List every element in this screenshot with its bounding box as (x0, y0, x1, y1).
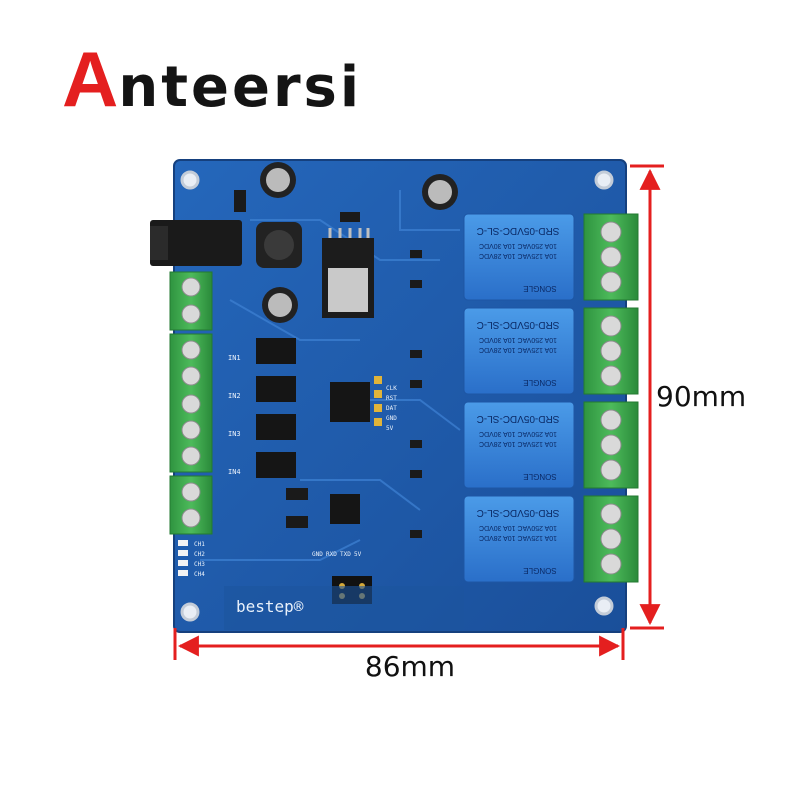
output-terminal-blocks (583, 213, 639, 583)
silkscreen-label: CH1 (194, 541, 205, 548)
relay-4 (463, 495, 575, 583)
relay-1 (463, 213, 575, 301)
relay-1-model: SRD-05VDC-SL-C (477, 225, 560, 236)
relay-2-rating-a: 10A 250VAC 10A 30VDC (479, 336, 557, 343)
relay-4-rating-a: 10A 250VAC 10A 30VDC (479, 524, 557, 531)
relay-labels: SRD-05VDC-SL-C 10A 250VAC 10A 30VDC 10A … (477, 225, 560, 575)
capacitors (260, 162, 458, 323)
relay-1-rating-b: 10A 125VAC 10A 28VDC (479, 252, 557, 259)
relay-3-model: SRD-05VDC-SL-C (477, 413, 560, 424)
brand-name: nteersi (118, 55, 363, 120)
relay-4-model: SRD-05VDC-SL-C (477, 507, 560, 518)
relay-1-rating-a: 10A 250VAC 10A 30VDC (479, 242, 557, 249)
silkscreen-label: RST (386, 395, 397, 402)
input-terminal-blocks (169, 271, 213, 535)
mounting-holes (180, 170, 614, 622)
width-dimension-label: 86mm (364, 650, 456, 683)
silkscreen-label: 5V (354, 551, 362, 558)
relay-1-brand: SONGLE (523, 284, 556, 293)
silkscreen-label: DAT (386, 405, 397, 412)
relay-4-rating-b: 10A 125VAC 10A 28VDC (479, 534, 557, 541)
silkscreen-label: CH4 (194, 571, 205, 578)
height-dimension-line (630, 164, 664, 630)
driver-chip (330, 494, 360, 524)
silkscreen-label: IN4 (228, 468, 241, 476)
silkscreen-label: 5V (386, 425, 394, 432)
relay-2-model: SRD-05VDC-SL-C (477, 319, 560, 330)
channel-labels: CH1 CH2 CH3 CH4 (194, 541, 205, 578)
relays (463, 213, 575, 583)
silkscreen-label: CLK (386, 385, 397, 392)
header-labels: 5V GND DAT RST CLK (386, 385, 397, 432)
silkscreen-label: IN2 (228, 392, 241, 400)
relay-3-rating-a: 10A 250VAC 10A 30VDC (479, 430, 557, 437)
maker-label: bestep® (236, 597, 304, 616)
silkscreen-label: RXD (326, 551, 337, 558)
silkscreen-label: IN1 (228, 354, 241, 362)
silkscreen-label: IN3 (228, 430, 241, 438)
input-labels: IN1 IN2 IN3 IN4 (228, 354, 241, 476)
brand-logo: A nteersi (62, 34, 362, 124)
relay-4-brand: SONGLE (523, 566, 556, 575)
uart-labels: GND RXD TXD 5V (312, 551, 362, 558)
relay-3-rating-b: 10A 125VAC 10A 28VDC (479, 440, 557, 447)
silkscreen-label: CH3 (194, 561, 205, 568)
height-dimension-label: 90mm (656, 380, 747, 413)
relay-2-brand: SONGLE (523, 378, 556, 387)
relay-2-rating-b: 10A 125VAC 10A 28VDC (479, 346, 557, 353)
relay-2 (463, 307, 575, 395)
pin-header (374, 376, 382, 426)
silkscreen-label: CH2 (194, 551, 205, 558)
silkscreen-label: GND (386, 415, 397, 422)
optocouplers (256, 338, 296, 478)
silkscreen-label: TXD (340, 551, 351, 558)
dc-jack (150, 220, 242, 266)
silkscreen-label: GND (312, 551, 323, 558)
width-dimension-line (173, 628, 625, 660)
relay-3-brand: SONGLE (523, 472, 556, 481)
status-leds (178, 540, 188, 576)
relay-3 (463, 401, 575, 489)
brand-initial: A (62, 35, 119, 123)
microcontroller (330, 382, 370, 422)
